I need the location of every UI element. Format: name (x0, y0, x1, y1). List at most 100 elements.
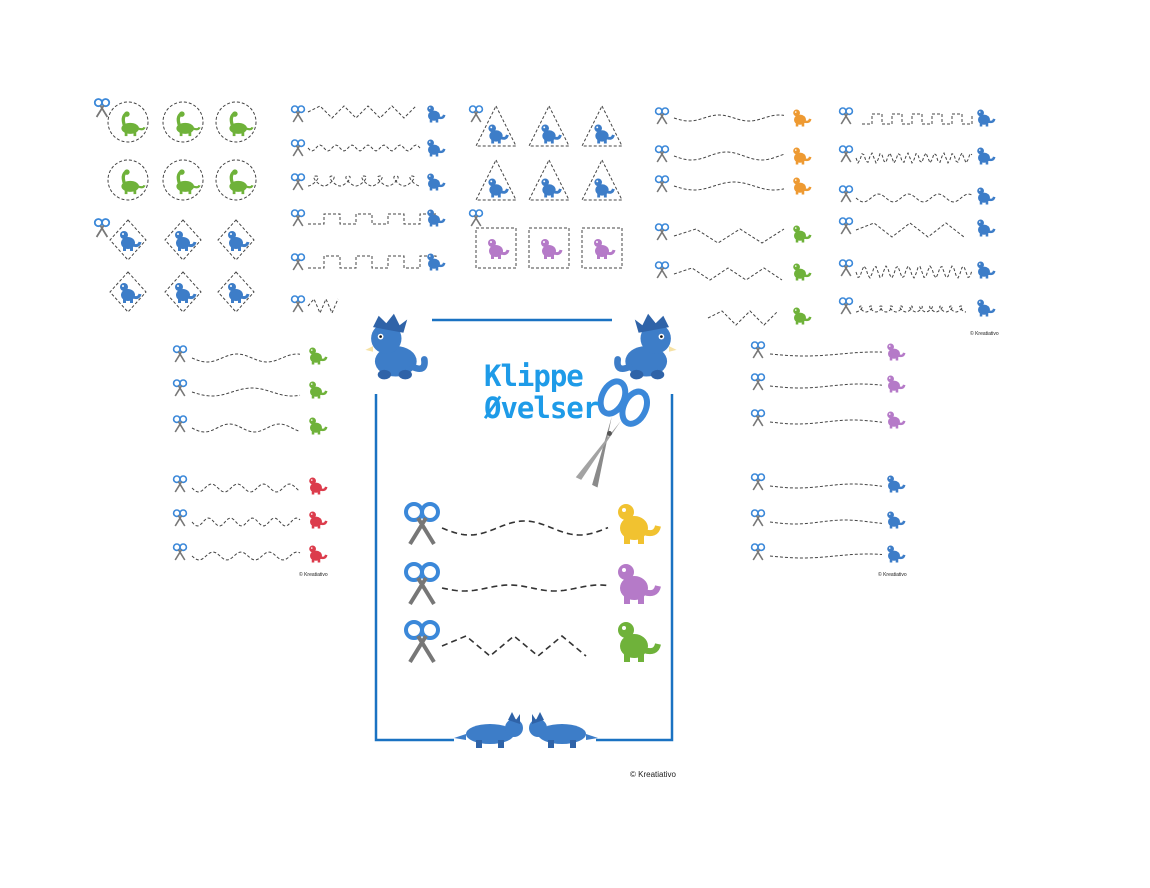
cover-worksheet: Klippe Øvelser © Kreatiativo (350, 296, 710, 786)
cut-line (855, 151, 973, 165)
cut-circle (107, 159, 149, 201)
cut-triangle (528, 104, 570, 147)
cut-line (855, 305, 967, 313)
orange-green-lines-drawing (654, 107, 812, 326)
worksheet-shapes-triangles (464, 100, 634, 280)
right-waves-drawing (750, 341, 906, 563)
cover-title-line1: Klippe (484, 359, 584, 393)
cut-line (307, 297, 339, 315)
scissors-icon (654, 261, 670, 279)
dinosaur-icon (427, 209, 446, 227)
cut-diamond (164, 219, 202, 261)
scissors-icon (750, 409, 766, 427)
dinosaur-icon (176, 169, 201, 195)
scissors-icon (290, 253, 306, 271)
cut-circle (107, 101, 149, 143)
cut-circle (162, 159, 204, 201)
dinosaur-icon (887, 411, 906, 429)
dinosaur-icon (176, 111, 201, 137)
cut-line (191, 551, 301, 561)
scissors-icon (172, 475, 188, 493)
scissors-icon (172, 509, 188, 527)
dinosaur-icon (977, 219, 996, 237)
cut-line (441, 520, 609, 536)
scissors-icon (404, 502, 440, 546)
worksheet-patterns-orange (650, 100, 820, 330)
dinosaur-icon (541, 178, 562, 198)
worksheet-patterns-blue (286, 96, 446, 316)
scissors-icon (404, 620, 440, 664)
scissors-icon (838, 217, 854, 235)
cut-line (191, 387, 301, 397)
right-patterns-drawing (838, 107, 996, 317)
scissors-icon (750, 341, 766, 359)
dinosaur-icon (793, 225, 812, 243)
dinosaur-icon (365, 313, 428, 380)
cut-line (673, 151, 785, 161)
dinosaur-icon (541, 239, 563, 259)
dinosaur-icon (175, 231, 197, 251)
cut-diamond (109, 271, 147, 313)
dinosaur-icon (887, 375, 906, 393)
scissors-icon (172, 345, 188, 363)
cut-square (528, 227, 570, 269)
dinosaur-icon (793, 263, 812, 281)
cut-diamond (164, 271, 202, 313)
dinosaur-icon (228, 283, 250, 303)
scissors-icon (290, 295, 306, 313)
dinosaur-icon (427, 173, 446, 191)
worksheet-patterns-right: © Kreatiativo (834, 100, 1004, 340)
dinosaur-icon (793, 147, 812, 165)
dinosaur-icon (454, 712, 523, 748)
scissors-icon (290, 139, 306, 157)
dinosaur-icon (977, 147, 996, 165)
cut-triangle (475, 158, 517, 201)
dinosaur-icon (887, 343, 906, 361)
cut-line (191, 423, 301, 433)
scissors-icon (654, 223, 670, 241)
dinosaur-icon (887, 545, 906, 563)
cut-line (191, 483, 301, 493)
dinosaur-icon (121, 169, 146, 195)
triangles-squares-drawing (468, 104, 623, 269)
cut-diamond (217, 219, 255, 261)
scissors-icon (575, 378, 650, 488)
dinosaur-icon (309, 417, 328, 435)
dinosaur-icon (427, 139, 446, 157)
dinosaur-icon (121, 111, 146, 137)
cut-line (855, 222, 965, 238)
dinosaur-icon (309, 381, 328, 399)
dinosaur-icon (618, 622, 661, 662)
dinosaur-icon (887, 511, 906, 529)
dinosaur-icon (977, 109, 996, 127)
dinosaur-icon (427, 253, 446, 271)
worksheet-waves-right: © Kreatiativo (744, 336, 924, 586)
cut-circle (215, 101, 257, 143)
cut-triangle (581, 104, 623, 147)
scissors-icon (838, 297, 854, 315)
cut-line (707, 310, 779, 326)
dinosaur-icon (793, 177, 812, 195)
scissors-icon (468, 105, 484, 123)
cut-line (307, 175, 421, 187)
dinosaur-icon (887, 475, 906, 493)
cut-square (475, 227, 517, 269)
scissors-icon (654, 175, 670, 193)
scissors-icon (838, 259, 854, 277)
cut-line (307, 105, 417, 119)
dinosaur-icon (120, 283, 142, 303)
cut-line (673, 267, 783, 281)
pattern-lines-drawing (290, 105, 446, 315)
dinosaur-icon (618, 564, 661, 604)
scissors-icon (750, 509, 766, 527)
dinosaur-icon (977, 187, 996, 205)
scissors-icon (750, 373, 766, 391)
dinosaur-icon (618, 504, 661, 544)
cut-diamond (109, 219, 147, 261)
cover-copyright: © Kreatiativo (630, 770, 676, 779)
circles-diamonds-drawing (93, 98, 257, 313)
cut-triangle (475, 104, 517, 147)
scissors-icon (654, 107, 670, 125)
dinosaur-icon (488, 178, 509, 198)
cut-line (855, 265, 973, 279)
